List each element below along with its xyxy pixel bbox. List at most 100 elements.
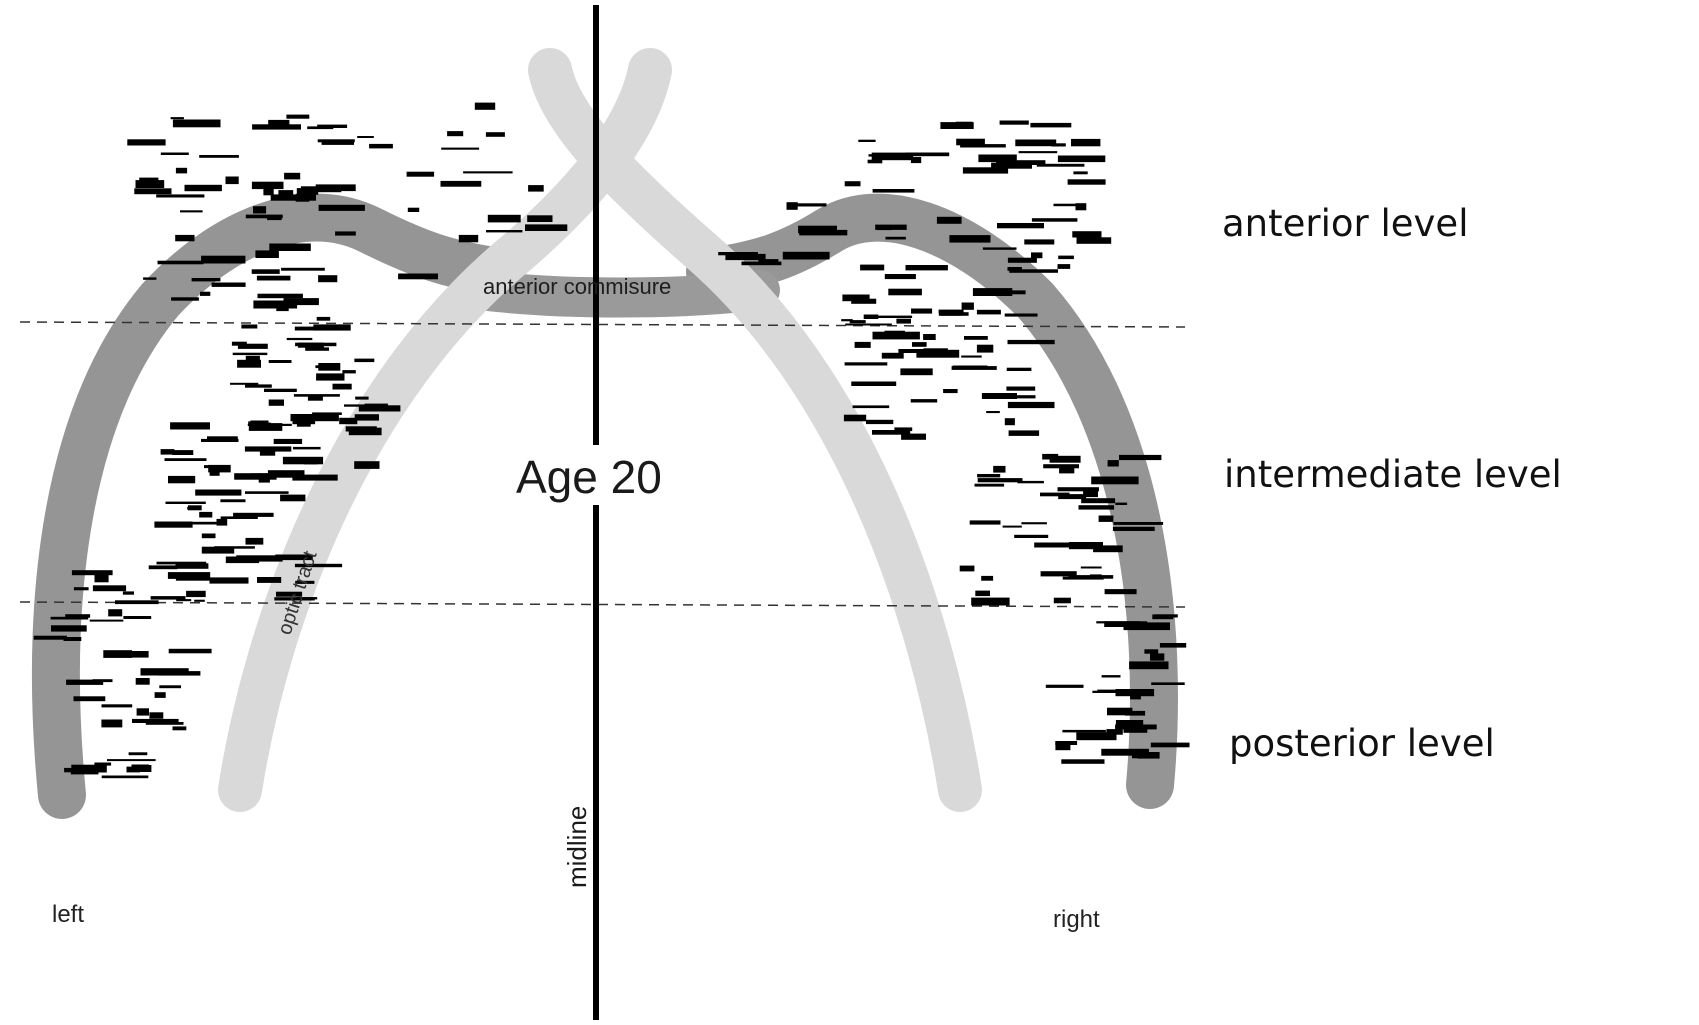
neuron-mark bbox=[270, 194, 316, 201]
neuron-mark bbox=[170, 117, 184, 120]
neuron-mark bbox=[165, 501, 206, 504]
neuron-mark bbox=[1007, 267, 1022, 271]
neuron-mark bbox=[1124, 710, 1146, 716]
neuron-mark bbox=[843, 414, 867, 422]
neuron-mark bbox=[1104, 589, 1137, 595]
neuron-mark bbox=[281, 267, 325, 271]
neuron-mark bbox=[258, 477, 270, 483]
neuron-mark bbox=[275, 554, 313, 561]
neuron-mark bbox=[358, 405, 401, 412]
neuron-mark bbox=[191, 278, 221, 282]
neuron-mark bbox=[849, 320, 866, 324]
neuron-mark bbox=[175, 563, 209, 569]
neuron-mark bbox=[269, 243, 311, 251]
neuron-mark bbox=[252, 124, 301, 130]
neuron-mark bbox=[257, 293, 303, 299]
neuron-mark bbox=[1031, 252, 1043, 259]
neuron-mark bbox=[357, 136, 374, 138]
neuron-mark bbox=[1107, 707, 1133, 716]
neuron-mark bbox=[282, 456, 324, 465]
neuron-mark bbox=[94, 574, 109, 583]
neuron-mark bbox=[1067, 179, 1106, 185]
neuron-mark bbox=[292, 474, 338, 481]
neuron-mark bbox=[1040, 571, 1077, 577]
neuron-mark bbox=[1073, 171, 1088, 175]
neuron-mark bbox=[1008, 430, 1040, 436]
neuron-mark bbox=[1068, 542, 1103, 550]
neuron-mark bbox=[1129, 661, 1169, 670]
neuron-mark bbox=[1092, 690, 1127, 693]
neuron-mark bbox=[863, 314, 879, 319]
neuron-mark bbox=[1040, 492, 1070, 497]
neuron-mark bbox=[969, 520, 1001, 525]
neuron-mark bbox=[1119, 454, 1162, 461]
neuron-mark bbox=[1034, 542, 1083, 548]
neuron-mark bbox=[872, 189, 915, 193]
neuron-mark bbox=[1007, 257, 1037, 263]
right-dark-arch bbox=[686, 193, 1178, 809]
left-dark-arch bbox=[32, 193, 524, 819]
neuron-mark bbox=[148, 565, 178, 570]
neuron-mark bbox=[786, 202, 798, 210]
neuron-mark bbox=[1081, 498, 1116, 504]
neuron-mark bbox=[961, 355, 982, 358]
neuron-mark bbox=[1018, 151, 1058, 154]
neuron-mark bbox=[73, 587, 89, 591]
neuron-mark bbox=[251, 181, 284, 190]
neuron-mark bbox=[888, 288, 922, 296]
neuron-mark bbox=[286, 114, 310, 119]
neuron-mark bbox=[1021, 522, 1047, 525]
neuron-mark bbox=[317, 124, 348, 128]
neuron-mark bbox=[885, 236, 906, 240]
neuron-mark bbox=[851, 381, 897, 386]
neuron-mark bbox=[1101, 748, 1149, 756]
neuron-mark bbox=[1061, 759, 1105, 764]
neuron-mark bbox=[398, 273, 438, 280]
neuron-mark bbox=[407, 207, 420, 212]
anterior-commissure-label: anterior commisure bbox=[483, 274, 671, 299]
neuron-mark bbox=[168, 475, 196, 484]
neuron-mark bbox=[172, 119, 221, 128]
neuron-mark bbox=[201, 546, 235, 554]
neuron-mark bbox=[1075, 203, 1087, 211]
neuron-mark bbox=[241, 324, 258, 329]
neuron-mark bbox=[245, 384, 272, 388]
neuron-mark bbox=[63, 637, 82, 641]
neuron-mark bbox=[135, 180, 165, 188]
neuron-mark bbox=[1091, 476, 1139, 485]
neuron-mark bbox=[171, 297, 199, 301]
neuron-mark bbox=[458, 234, 479, 243]
neuron-mark bbox=[977, 474, 1001, 478]
neuron-mark bbox=[1115, 689, 1155, 697]
midline-label: midline bbox=[562, 806, 592, 888]
neuron-mark bbox=[993, 465, 1006, 473]
neuron-mark bbox=[996, 160, 1046, 165]
neuron-mark bbox=[294, 326, 325, 331]
neuron-mark bbox=[296, 420, 311, 427]
neuron-mark bbox=[33, 635, 67, 640]
neuron-mark bbox=[315, 184, 356, 192]
neuron-mark bbox=[964, 336, 988, 340]
neuron-mark bbox=[316, 373, 345, 381]
left-label: left bbox=[52, 901, 84, 928]
neuron-mark bbox=[1004, 418, 1015, 426]
neuron-mark bbox=[1036, 163, 1085, 167]
neuron-mark bbox=[263, 188, 274, 196]
neuron-mark bbox=[140, 668, 189, 676]
neuron-mark bbox=[257, 577, 282, 583]
neuron-mark bbox=[982, 247, 1017, 250]
neuron-mark bbox=[971, 597, 1010, 606]
neuron-mark bbox=[1045, 684, 1084, 688]
neuron-mark bbox=[1007, 401, 1055, 409]
neuron-mark bbox=[128, 752, 148, 756]
neuron-mark bbox=[293, 394, 340, 397]
neuron-mark bbox=[782, 251, 830, 260]
neuron-mark bbox=[220, 499, 246, 503]
neuron-mark bbox=[101, 704, 133, 708]
neuron-mark bbox=[71, 570, 113, 576]
neuron-mark bbox=[900, 368, 933, 376]
neuron-mark bbox=[877, 227, 892, 231]
neuron-mark bbox=[194, 599, 205, 602]
neuron-mark bbox=[1151, 682, 1185, 685]
neuron-mark bbox=[956, 138, 985, 146]
